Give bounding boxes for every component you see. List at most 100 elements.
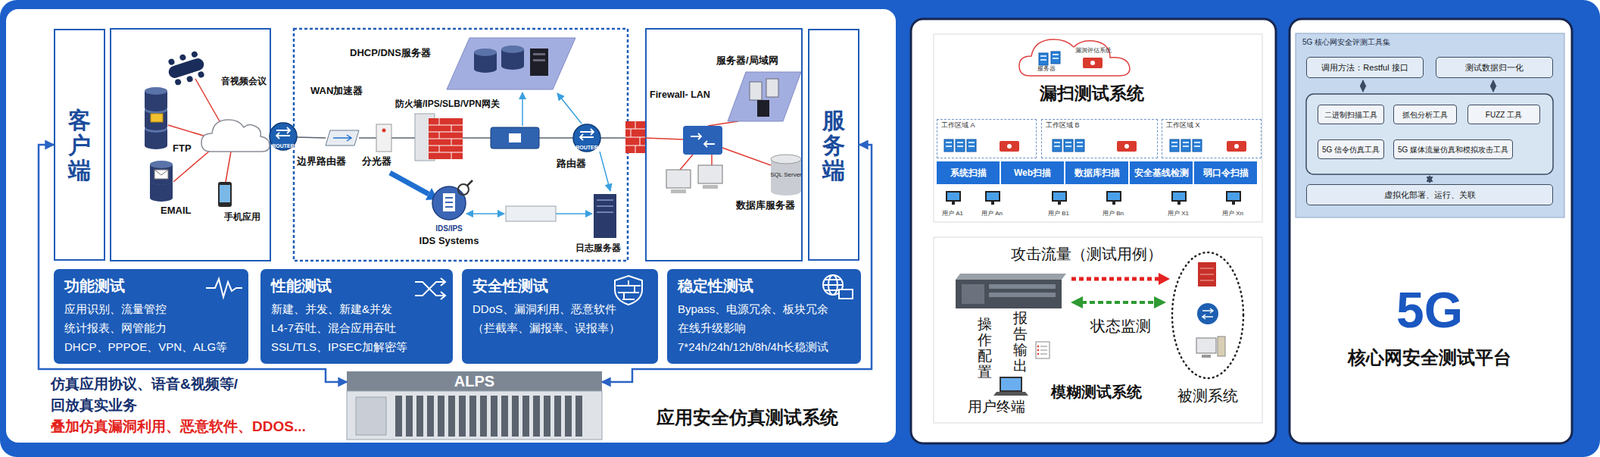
client-network-art	[144, 49, 270, 207]
scan-button: 弱口令扫描	[1194, 161, 1257, 185]
client-network-art	[218, 181, 232, 207]
text-label: SQL Server	[770, 171, 802, 179]
text-label: 叠加仿真漏洞利用、恶意软件、DDOS...	[50, 417, 306, 436]
node-title: 测试数据归一化	[1465, 62, 1524, 73]
network-device	[593, 193, 617, 238]
test-icon	[614, 275, 643, 305]
network-device	[474, 48, 497, 73]
fuzz-test-art	[933, 237, 1263, 423]
vuln-scan-art	[945, 190, 961, 205]
ellipse-outline	[1169, 249, 1246, 381]
node-title: FUZZ 工具	[1485, 109, 1523, 120]
vuln-scan-art	[1051, 190, 1067, 205]
node-title: 数据库扫描	[1074, 166, 1120, 180]
test-category-box: 性能测试新建、并发、新建&并发L4-7吞吐、混合应用吞吐SSL/TLS、IPSE…	[260, 268, 453, 364]
network-wire	[557, 93, 582, 124]
node-body-line: 统计报表、网管能力	[64, 318, 238, 337]
vuln-scan-art	[1063, 139, 1073, 152]
text-label: 应用安全仿真测试系统	[656, 406, 839, 429]
fuzz-test-art	[933, 237, 1263, 423]
fuzz-test-art	[1197, 302, 1219, 325]
scan-button: Web扫描	[1001, 161, 1064, 185]
text-label: 日志服务器	[575, 242, 621, 253]
vuln-scan-art	[933, 34, 1263, 222]
work-zone-box: 工作区域 A	[936, 118, 1037, 159]
network-wire	[391, 137, 415, 139]
network-wire	[722, 147, 771, 166]
network-wire	[521, 92, 524, 126]
vuln-scan-art	[1171, 190, 1187, 205]
vuln-scan-art	[1082, 57, 1103, 69]
client-network-art	[219, 184, 231, 203]
region-box	[110, 28, 271, 261]
ellipse-outline	[1172, 252, 1244, 378]
scan-button: 安全基线检测	[1129, 161, 1193, 185]
network-device	[458, 184, 469, 195]
text-label: ROUTER	[575, 144, 599, 151]
text-label: 漏扫测试系统	[1039, 83, 1145, 105]
node-body-line: L4-7吞吐、混合应用吞吐	[271, 318, 443, 337]
tool-box: 5G 媒体流量仿真和模拟攻击工具	[1393, 139, 1513, 160]
text-label: 攻击流量（测试用例）	[1010, 244, 1163, 263]
network-wire	[539, 137, 574, 139]
node-title: 稳定性测试	[677, 275, 851, 296]
fuzz-test-art	[1035, 341, 1050, 359]
node-title: 安全性测试	[472, 275, 648, 296]
node-body-line: 在线升级影响	[677, 318, 851, 337]
text-label: 分光器	[361, 155, 392, 168]
frame	[1289, 18, 1572, 443]
text-label: WAN加速器	[310, 84, 363, 97]
client-network-art	[149, 160, 173, 185]
fuzz-test-art	[988, 292, 1056, 297]
text-label: 核心网安全测试平台	[1347, 346, 1512, 369]
node-title: 二进制扫描工具	[1324, 109, 1378, 120]
region-box	[293, 28, 628, 261]
text-label: 用户 Xn	[1222, 209, 1244, 218]
text-label: Firewall- LAN	[649, 89, 711, 101]
fuzz-test-art	[988, 283, 1056, 289]
alps-device	[393, 395, 585, 438]
node-title: 安全基线检测	[1134, 166, 1189, 180]
toolset-art	[1428, 175, 1431, 183]
network-device	[376, 124, 392, 152]
fuzz-test-art	[1196, 337, 1217, 353]
text-label: 回放真实业务	[50, 396, 138, 415]
fuzz-test-art	[1201, 354, 1211, 358]
network-device	[625, 121, 646, 153]
network-device	[508, 133, 521, 143]
node-title: 工作区域 A	[941, 121, 1033, 130]
fuzz-test-art	[1037, 349, 1040, 352]
text-label: IDS Systems	[419, 234, 480, 247]
vuln-scan-art	[1051, 51, 1061, 64]
vuln-scan-art	[1225, 190, 1242, 205]
vuln-scan-art	[1116, 140, 1137, 152]
network-wire	[466, 212, 505, 215]
text-label: DHCP/DNS服务器	[349, 46, 431, 60]
fuzz-test-art	[999, 376, 1023, 392]
client-network-art	[197, 70, 206, 78]
network-device	[269, 37, 802, 238]
network-device	[727, 71, 802, 122]
vuln-scan-art	[1181, 139, 1191, 152]
network-device	[596, 199, 614, 213]
text-label: 用户 A1	[941, 209, 964, 218]
text-label: 防火墙/IPS/SLB/VPN网关	[395, 98, 500, 110]
text-label: 用户 Bn	[1102, 209, 1124, 218]
fuzz-test-art	[993, 391, 1029, 396]
text-label: 5G	[1396, 280, 1463, 340]
text-label: IDS/IPS	[435, 224, 463, 234]
vuln-scan-art	[1075, 139, 1085, 152]
network-device	[467, 180, 473, 186]
node-body-line: 新建、并发、新建&并发	[271, 299, 443, 319]
client-network-art	[168, 124, 206, 137]
scan-button: 数据库扫描	[1065, 161, 1129, 185]
region-box	[110, 28, 802, 261]
network-device	[573, 124, 601, 152]
node-title: 性能测试	[271, 275, 443, 296]
network-wire	[599, 151, 611, 191]
appliance-box: ALPS	[346, 371, 602, 440]
text-label: 用户 B1	[1047, 209, 1070, 218]
network-wire	[679, 154, 693, 170]
